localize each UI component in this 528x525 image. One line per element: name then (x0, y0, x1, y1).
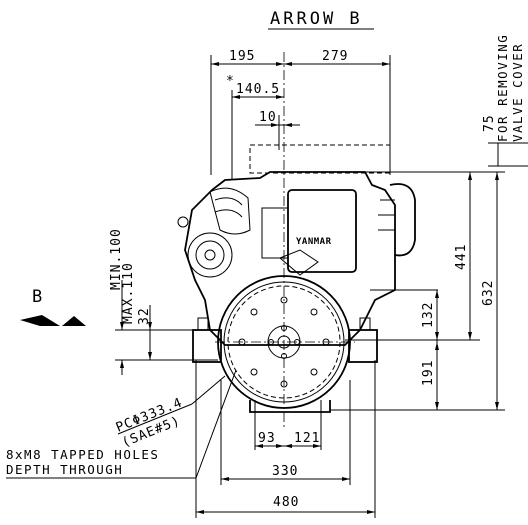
arrow (232, 95, 240, 99)
tapped-hole (280, 380, 288, 388)
arrow (211, 62, 219, 66)
brand-logo: YANMAR (296, 237, 332, 247)
dim-max: MAX.110 (121, 262, 136, 324)
dim-632: 632 (481, 280, 496, 306)
dim-132: 132 (421, 302, 436, 328)
alternator-inner (195, 240, 225, 270)
right-fittings (378, 199, 395, 231)
crank-detail (279, 249, 319, 276)
hub-bolt (281, 325, 287, 331)
bolt-right (359, 317, 371, 331)
arrow (468, 172, 472, 180)
arrow (284, 62, 292, 66)
right-pipe (389, 183, 416, 257)
hub-bolt (281, 353, 287, 359)
arrow (276, 62, 284, 66)
dim-441: 441 (454, 244, 469, 270)
dim-75: 75 (482, 114, 497, 132)
manifold-detail (214, 197, 243, 206)
arrow (276, 444, 284, 448)
holes-note-line2: DEPTH THROUGH (6, 462, 123, 477)
tapped-hole (310, 308, 318, 316)
view-arrow-tail (62, 316, 86, 326)
side-note-line2: VALVE COVER (510, 43, 525, 142)
valve-cover-block (287, 189, 357, 273)
pulley-small (177, 216, 189, 228)
holes-note-line1: 8xM8 TAPPED HOLES (6, 447, 159, 462)
foot-left (192, 329, 222, 363)
dim-121: 121 (294, 431, 320, 446)
filter-block (261, 207, 289, 259)
arrow (495, 172, 499, 180)
arrow (221, 477, 229, 481)
tapped-hole (280, 296, 288, 304)
alternator-hub (204, 249, 216, 261)
engine-body: YANMAR (177, 144, 416, 413)
view-arrow-head (20, 315, 60, 326)
manifold-left (209, 187, 251, 235)
arrow (276, 95, 284, 99)
dim-140-mark: * (226, 74, 235, 89)
arrow (313, 444, 321, 448)
dim-480: 480 (273, 495, 299, 510)
alternator (187, 232, 233, 278)
arrow (342, 477, 350, 481)
arrow (435, 332, 439, 340)
tapped-hole (310, 368, 318, 376)
arrow (367, 510, 375, 514)
arrow (468, 332, 472, 340)
dim-min: MIN.100 (109, 228, 124, 290)
valve-cover-outline (249, 144, 391, 174)
side-note-line1: FOR REMOVING (495, 34, 510, 142)
arrow (284, 123, 292, 127)
arrow (435, 402, 439, 410)
holes-leader (195, 369, 237, 479)
tapped-hole (250, 368, 258, 376)
pcd-leader (191, 375, 226, 405)
arrow (271, 123, 279, 127)
engine-block-outline (184, 171, 396, 346)
dim-330: 330 (272, 464, 298, 479)
dim-195: 195 (229, 49, 255, 64)
arrow (148, 322, 152, 330)
arrow (435, 290, 439, 298)
bolt-left (197, 317, 209, 331)
dim-93: 93 (258, 431, 276, 446)
arrow (382, 62, 390, 66)
arrow (148, 352, 152, 360)
arrow (495, 402, 499, 410)
arrow (196, 510, 204, 514)
arrow (120, 322, 124, 330)
dim-279: 279 (322, 49, 348, 64)
dim-10: 10 (259, 110, 277, 125)
foot-right (348, 329, 378, 363)
dim-32: 32 (137, 307, 152, 325)
view-title: ARROW B (270, 9, 363, 29)
arrow (284, 444, 292, 448)
oil-pan (249, 400, 331, 413)
arrow (435, 342, 439, 350)
arrow (120, 360, 124, 368)
pcd-underline (117, 403, 193, 435)
view-arrow-label: B (32, 287, 45, 307)
dim-140: 140.5 (236, 82, 280, 97)
dim-191: 191 (421, 360, 436, 386)
arrow (255, 444, 263, 448)
flywheel-teeth (227, 285, 341, 399)
tapped-hole (250, 308, 258, 316)
manifold-detail (214, 209, 243, 218)
